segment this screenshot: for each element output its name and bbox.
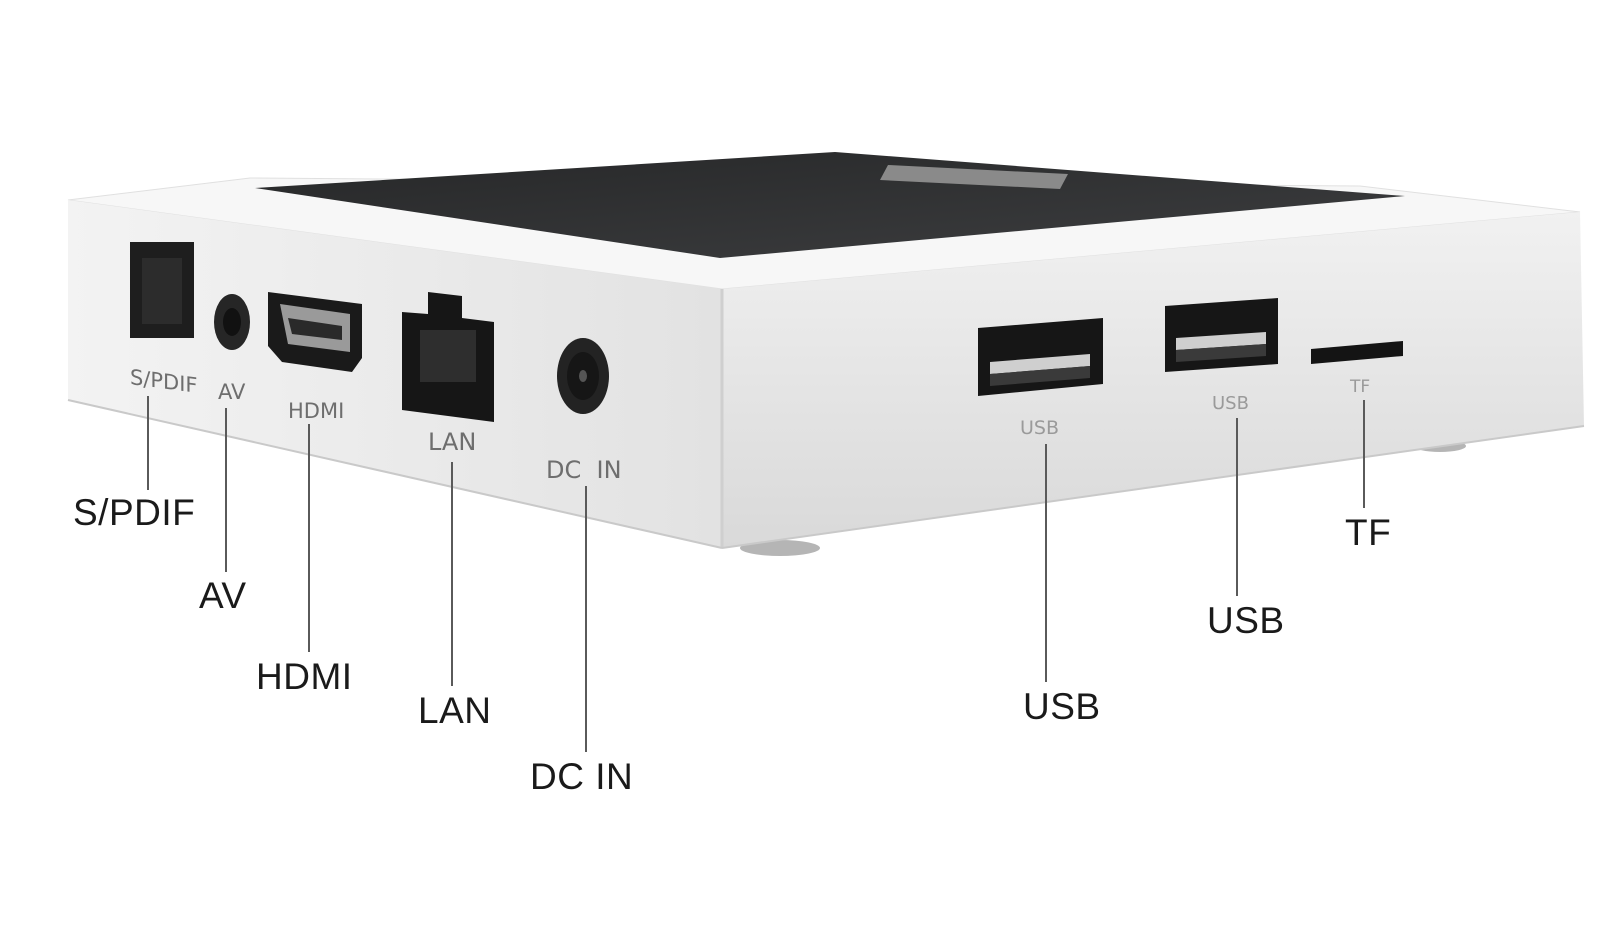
- callout-tf: TF: [1345, 512, 1392, 553]
- device-label-lan: LAN: [428, 428, 476, 456]
- usb1-port: [978, 318, 1103, 396]
- bottom-edge: [67, 399, 723, 549]
- device-label-av: AV: [218, 380, 246, 404]
- callout-usb1: USB: [1023, 686, 1101, 727]
- tf-slot: [1311, 341, 1403, 364]
- left-face: [68, 200, 722, 548]
- device-label-usb1: USB: [1020, 417, 1059, 439]
- device-label-hdmi: HDMI: [288, 399, 344, 423]
- callout-hdmi: HDMI: [256, 656, 353, 697]
- av-port: [214, 294, 250, 350]
- callout-spdif: S/PDIF: [73, 492, 196, 533]
- brand-badge: [880, 165, 1068, 189]
- callout-usb2: USB: [1207, 600, 1285, 641]
- usb2-port: [1165, 298, 1278, 372]
- top-cover: [255, 152, 1405, 258]
- spdif-port: [130, 242, 194, 338]
- callout-dcin: DC IN: [530, 756, 634, 797]
- device-label-usb2: USB: [1212, 393, 1249, 414]
- lan-port: [402, 292, 494, 422]
- hdmi-port: [268, 292, 362, 372]
- dcin-port: [557, 338, 609, 414]
- device-label-tf: TF: [1349, 377, 1370, 397]
- callout-av: AV: [199, 575, 247, 616]
- rubber-foot: [740, 540, 820, 556]
- right-face: [722, 212, 1584, 548]
- bottom-edge: [721, 425, 1585, 549]
- callout-lan: LAN: [418, 690, 492, 731]
- device-label-dcin: DC IN: [546, 456, 622, 484]
